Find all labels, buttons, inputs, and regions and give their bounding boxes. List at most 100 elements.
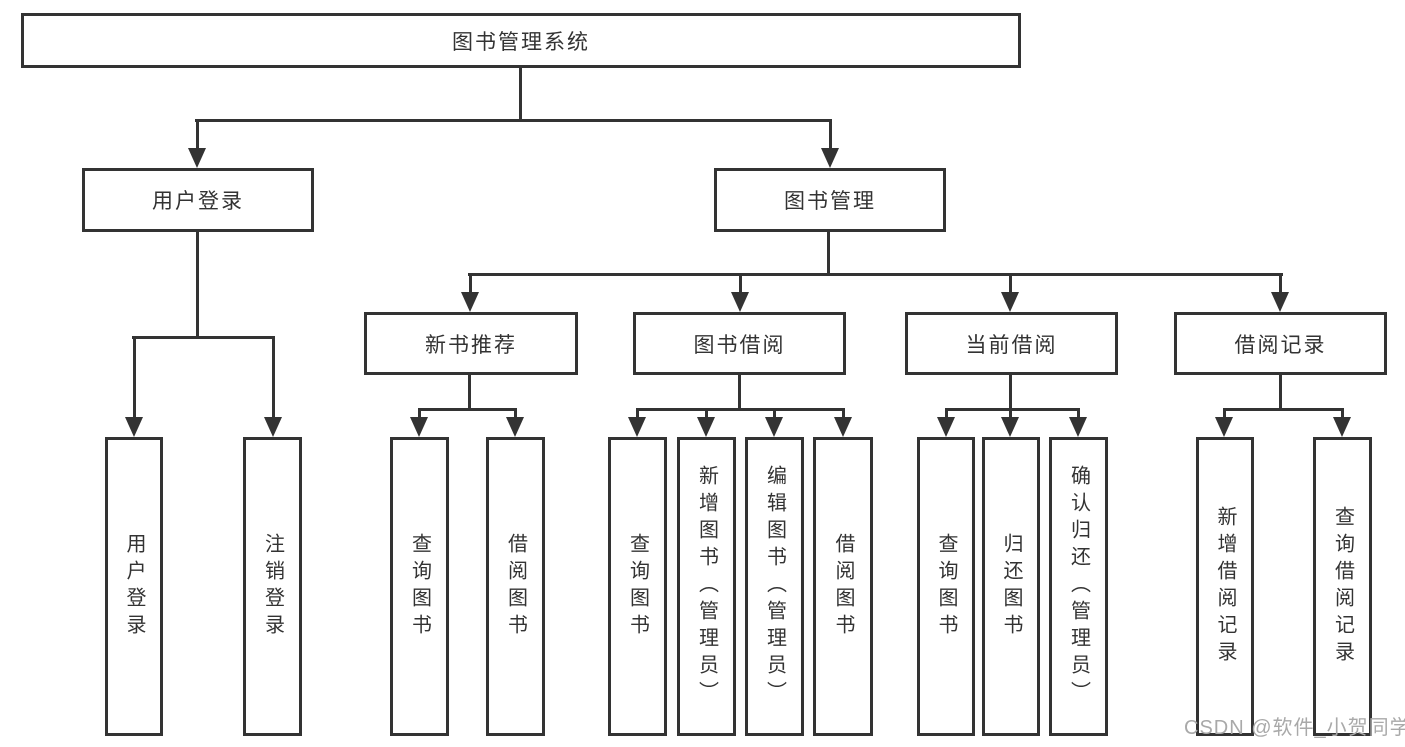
- arrow-stem: [772, 410, 776, 417]
- connector-user-login-vline: [196, 230, 199, 339]
- leaf-label-bb-query-books: 查询图书: [626, 532, 649, 641]
- module-box-borrow-records: 借阅记录: [1174, 312, 1387, 375]
- arrow-head-icon: [731, 292, 749, 312]
- arrow-stem: [417, 410, 421, 417]
- connector-nbr-vline: [468, 372, 471, 411]
- connector-br-vline: [1279, 372, 1282, 411]
- root-box-library-management-system: 图书管理系统: [21, 13, 1021, 68]
- arrow-head-icon: [125, 417, 143, 437]
- arrow-to-bb-add-books: [697, 410, 715, 437]
- arrow-to-borrow-records: [1271, 275, 1289, 312]
- module-label-current-borrow: 当前借阅: [965, 333, 1058, 357]
- connector-user-login-hline: [132, 336, 275, 339]
- arrow-stem: [513, 410, 517, 417]
- branch-box-book-management: 图书管理: [714, 168, 946, 232]
- connector-cb-vline: [1009, 372, 1012, 411]
- leaf-box-cb-confirm-return-admin: 确认归还（管理员）: [1049, 437, 1108, 736]
- leaf-box-cb-return-books: 归还图书: [982, 437, 1040, 736]
- leaf-label-bb-add-books-admin: 新增图书（管理员）: [695, 465, 718, 708]
- leaf-label-cb-confirm-return-admin: 确认归还（管理员）: [1067, 465, 1090, 708]
- leaf-box-cb-query-books: 查询图书: [917, 437, 975, 736]
- arrow-to-cb-return-books: [1001, 410, 1019, 437]
- arrow-head-icon: [697, 417, 715, 437]
- connector-bb-vline: [738, 372, 741, 411]
- module-box-new-book-recommend: 新书推荐: [364, 312, 578, 375]
- module-box-book-borrow: 图书借阅: [633, 312, 846, 375]
- leaf-label-br-query-record: 查询借阅记录: [1331, 505, 1354, 668]
- arrow-to-book-management: [821, 121, 839, 168]
- leaf-box-bb-borrow-books: 借阅图书: [813, 437, 873, 736]
- arrow-stem: [704, 410, 708, 417]
- connector-cb-hline: [945, 408, 1080, 411]
- module-label-borrow-records: 借阅记录: [1234, 333, 1327, 357]
- leaf-label-user-login: 用户登录: [123, 532, 145, 641]
- arrow-head-icon: [1271, 292, 1289, 312]
- leaf-box-br-add-record: 新增借阅记录: [1196, 437, 1254, 736]
- connector-bb-hline: [636, 408, 845, 411]
- leaf-label-br-add-record: 新增借阅记录: [1214, 505, 1236, 668]
- module-box-current-borrow: 当前借阅: [905, 312, 1118, 375]
- arrow-stem: [828, 121, 832, 148]
- leaf-box-bb-query-books: 查询图书: [608, 437, 667, 736]
- arrow-stem: [132, 338, 136, 417]
- arrow-head-icon: [461, 292, 479, 312]
- arrow-head-icon: [1001, 417, 1019, 437]
- arrow-head-icon: [937, 417, 955, 437]
- arrow-head-icon: [821, 148, 839, 168]
- arrow-stem: [195, 121, 199, 148]
- arrow-to-br-query-record: [1333, 410, 1351, 437]
- branch-label-user-login: 用户登录: [152, 190, 244, 213]
- leaf-label-logout: 注销登录: [261, 532, 284, 641]
- root-label: 图书管理系统: [452, 30, 590, 54]
- arrow-to-nbr-query-books: [410, 410, 428, 437]
- arrow-head-icon: [1069, 417, 1087, 437]
- arrow-stem: [468, 275, 472, 292]
- leaf-label-cb-query-books: 查询图书: [935, 532, 957, 641]
- arrow-to-nbr-borrow-books: [506, 410, 524, 437]
- arrow-to-cb-confirm-return: [1069, 410, 1087, 437]
- connector-root-vline: [519, 66, 522, 122]
- arrow-stem: [271, 338, 275, 417]
- arrow-stem: [1008, 275, 1012, 292]
- leaf-box-nbr-query-books: 查询图书: [390, 437, 449, 736]
- arrow-to-br-add-record: [1215, 410, 1233, 437]
- arrow-head-icon: [264, 417, 282, 437]
- leaf-label-bb-borrow-books: 借阅图书: [832, 532, 854, 641]
- arrow-head-icon: [1001, 292, 1019, 312]
- leaf-label-nbr-borrow-books: 借阅图书: [504, 532, 527, 641]
- leaf-label-bb-edit-books-admin: 编辑图书（管理员）: [763, 465, 786, 708]
- connector-level2-hline: [468, 273, 1283, 276]
- arrow-head-icon: [834, 417, 852, 437]
- module-label-new-book-recommend: 新书推荐: [425, 333, 517, 357]
- arrow-head-icon: [410, 417, 428, 437]
- arrow-stem: [944, 410, 948, 417]
- leaf-label-nbr-query-books: 查询图书: [408, 532, 431, 641]
- csdn-watermark: CSDN @软件_小贺同学: [1184, 717, 1405, 739]
- arrow-head-icon: [506, 417, 524, 437]
- branch-box-user-login: 用户登录: [82, 168, 314, 232]
- arrow-to-bb-edit-books: [765, 410, 783, 437]
- arrow-stem: [1076, 410, 1080, 417]
- arrow-to-leaf-user-login: [125, 338, 143, 437]
- arrow-to-bb-borrow-books: [834, 410, 852, 437]
- arrow-stem: [1222, 410, 1226, 417]
- arrow-stem: [1278, 275, 1282, 292]
- arrow-to-leaf-logout: [264, 338, 282, 437]
- leaf-box-bb-add-books-admin: 新增图书（管理员）: [677, 437, 736, 736]
- connector-br-hline: [1223, 408, 1344, 411]
- leaf-label-cb-return-books: 归还图书: [1000, 532, 1022, 641]
- leaf-box-bb-edit-books-admin: 编辑图书（管理员）: [745, 437, 804, 736]
- arrow-to-cb-query-books: [937, 410, 955, 437]
- arrow-stem: [1008, 410, 1012, 417]
- leaf-box-nbr-borrow-books: 借阅图书: [486, 437, 545, 736]
- connector-book-management-vline: [827, 230, 830, 276]
- leaf-box-logout: 注销登录: [243, 437, 302, 736]
- arrow-stem: [635, 410, 639, 417]
- arrow-head-icon: [765, 417, 783, 437]
- arrow-head-icon: [628, 417, 646, 437]
- leaf-box-user-login: 用户登录: [105, 437, 163, 736]
- module-label-book-borrow: 图书借阅: [693, 333, 786, 357]
- arrow-to-current-borrow: [1001, 275, 1019, 312]
- arrow-to-new-book-recommend: [461, 275, 479, 312]
